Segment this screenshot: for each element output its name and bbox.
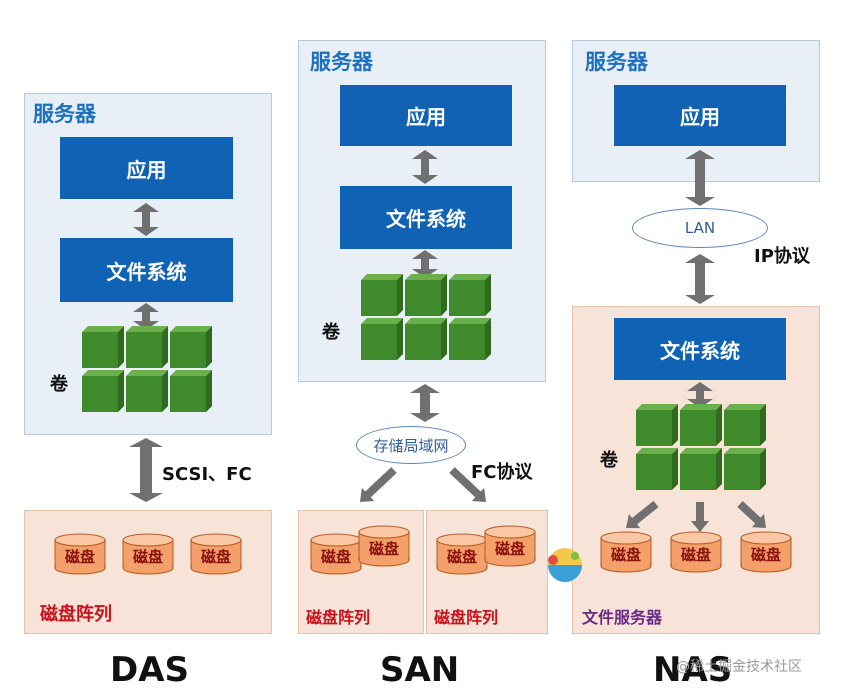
nas-disk: 磁盘 — [670, 531, 722, 573]
nas-app-box: 应用 — [614, 85, 786, 146]
san-volume-cube — [449, 318, 491, 360]
san-storage-network: 存储局域网 — [356, 426, 466, 464]
nas-volume-cube — [724, 448, 766, 490]
san-app-box: 应用 — [340, 85, 512, 146]
san-volume-label: 卷 — [322, 322, 340, 343]
svg-text:磁盘: 磁盘 — [201, 548, 231, 566]
das-fs-volume-arrow — [133, 303, 159, 330]
das-app-box: 应用 — [60, 137, 233, 199]
san-disk-array-label-right: 磁盘阵列 — [434, 608, 499, 627]
nas-file-server-label: 文件服务器 — [582, 608, 663, 627]
das-volume-cube — [82, 370, 124, 412]
das-app-fs-arrow — [133, 203, 159, 236]
san-volume-cube — [449, 274, 491, 316]
das-storage-arrow — [129, 438, 163, 502]
das-volume-cube — [126, 370, 168, 412]
nas-server-title: 服务器 — [585, 50, 648, 74]
nas-app-lan-arrow — [685, 150, 715, 206]
svg-text:磁盘: 磁盘 — [495, 540, 525, 558]
nas-disk: 磁盘 — [600, 531, 652, 573]
san-app-fs-arrow — [412, 150, 438, 184]
nas-fs-volume-arrow — [687, 382, 713, 408]
das-volume-cube — [126, 326, 168, 368]
san-volume-cube — [405, 318, 447, 360]
nas-volume-cube — [636, 448, 678, 490]
san-fs-volume-arrow — [412, 250, 438, 278]
svg-text:磁盘: 磁盘 — [611, 546, 641, 564]
svg-text:磁盘: 磁盘 — [751, 546, 781, 564]
nas-lan-network: LAN — [632, 208, 768, 248]
san-caption: SAN — [380, 650, 460, 690]
san-network-right-arrow — [449, 467, 486, 502]
nas-disk: 磁盘 — [740, 531, 792, 573]
nas-volume-cube — [636, 404, 678, 446]
das-volume-cube — [170, 370, 212, 412]
san-protocol-label: FC协议 — [471, 462, 533, 483]
san-filesystem-box: 文件系统 — [340, 186, 512, 249]
nas-lan-fileserver-arrow — [685, 254, 715, 304]
nas-volume-disk-center-arrow — [691, 502, 709, 532]
san-volume-cube — [361, 274, 403, 316]
das-volume-label: 卷 — [50, 374, 68, 395]
nas-caption: NAS — [653, 650, 733, 690]
san-volume-cube — [361, 318, 403, 360]
nas-volume-disk-right-arrow — [737, 501, 766, 528]
svg-text:磁盘: 磁盘 — [447, 548, 477, 566]
nas-filesystem-box: 文件系统 — [614, 318, 786, 380]
nas-volume-label: 卷 — [600, 450, 618, 471]
watermark: @稀土掘金技术社区 — [676, 659, 802, 675]
das-disk-array-label: 磁盘阵列 — [40, 604, 112, 625]
das-volume-cube — [170, 326, 212, 368]
san-server-network-arrow — [410, 384, 440, 422]
nas-volume-disk-left-arrow — [626, 500, 659, 529]
svg-text:磁盘: 磁盘 — [133, 548, 163, 566]
das-disk: 磁盘 — [122, 533, 174, 575]
san-server-title: 服务器 — [310, 50, 373, 74]
das-disk: 磁盘 — [54, 533, 106, 575]
san-disk: 磁盘 — [358, 525, 410, 567]
svg-text:磁盘: 磁盘 — [321, 548, 351, 566]
san-volume-cube — [405, 274, 447, 316]
san-disk: 磁盘 — [436, 533, 488, 575]
das-disk: 磁盘 — [190, 533, 242, 575]
san-network-left-arrow — [360, 467, 397, 502]
das-server-title: 服务器 — [33, 102, 96, 126]
das-protocol-label: SCSI、FC — [162, 464, 252, 485]
nas-protocol-label: IP协议 — [754, 246, 810, 267]
san-disk: 磁盘 — [310, 533, 362, 575]
nas-volume-cube — [724, 404, 766, 446]
san-disk: 磁盘 — [484, 525, 536, 567]
logo-icon — [548, 548, 582, 582]
svg-text:磁盘: 磁盘 — [369, 540, 399, 558]
svg-text:磁盘: 磁盘 — [681, 546, 711, 564]
nas-volume-cube — [680, 448, 722, 490]
das-volume-cube — [82, 326, 124, 368]
das-caption: DAS — [110, 650, 190, 690]
san-disk-array-label-left: 磁盘阵列 — [306, 608, 371, 627]
das-filesystem-box: 文件系统 — [60, 238, 233, 302]
nas-volume-cube — [680, 404, 722, 446]
svg-text:磁盘: 磁盘 — [65, 548, 95, 566]
